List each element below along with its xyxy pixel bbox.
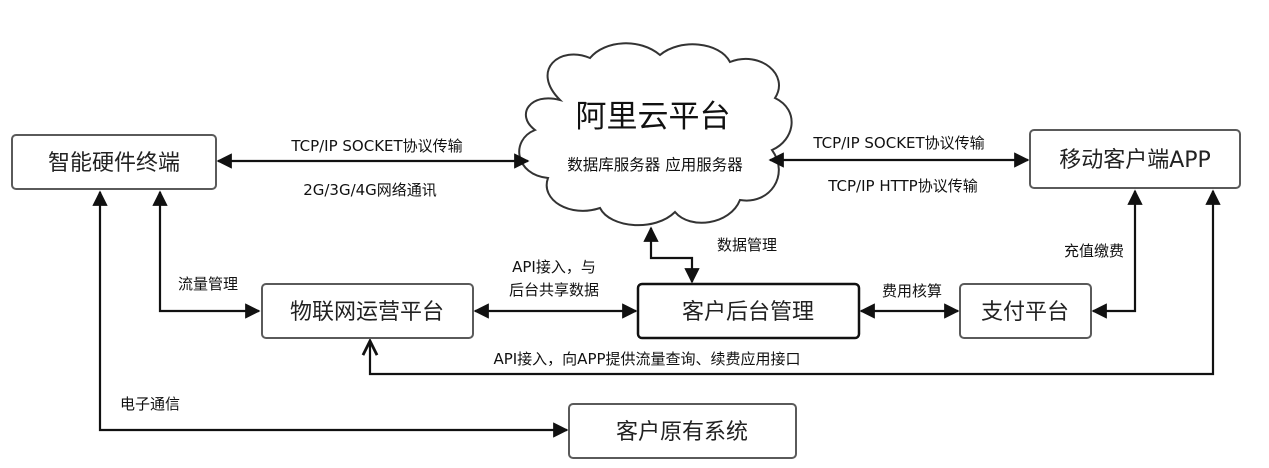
label-api-access-line2: 后台共享数据 bbox=[509, 281, 599, 299]
node-legacy-system-label: 客户原有系统 bbox=[616, 420, 748, 445]
edge-terminal-legacy bbox=[92, 190, 569, 438]
node-hardware-terminal-label: 智能硬件终端 bbox=[48, 151, 180, 176]
node-legacy-system: 客户原有系统 bbox=[568, 403, 797, 459]
label-recharge-payment: 充值缴费 bbox=[1064, 242, 1124, 260]
cloud-subtitle: 数据库服务器 应用服务器 bbox=[567, 155, 743, 174]
node-customer-backend: 客户后台管理 bbox=[636, 282, 861, 340]
node-iot-platform: 物联网运营平台 bbox=[261, 283, 474, 339]
label-cloud-app-top: TCP/IP SOCKET协议传输 bbox=[812, 134, 984, 152]
edge-cloud-backend bbox=[643, 226, 700, 284]
node-customer-backend-label: 客户后台管理 bbox=[682, 300, 814, 325]
node-hardware-terminal: 智能硬件终端 bbox=[11, 134, 217, 190]
label-api-app-interface: API接入，向APP提供流量查询、续费应用接口 bbox=[493, 350, 800, 368]
label-traffic-management: 流量管理 bbox=[178, 275, 238, 293]
node-mobile-app-label: 移动客户端APP bbox=[1059, 148, 1211, 173]
label-terminal-cloud-bottom: 2G/3G/4G网络通讯 bbox=[303, 181, 437, 199]
node-payment-platform-label: 支付平台 bbox=[981, 300, 1069, 325]
label-cloud-app-bottom: TCP/IP HTTP协议传输 bbox=[827, 177, 977, 195]
label-data-management: 数据管理 bbox=[717, 236, 777, 254]
label-terminal-cloud-top: TCP/IP SOCKET协议传输 bbox=[290, 137, 462, 155]
node-mobile-app: 移动客户端APP bbox=[1029, 129, 1241, 189]
label-fee-accounting: 费用核算 bbox=[882, 282, 942, 300]
cloud-shape bbox=[518, 42, 793, 226]
node-iot-platform-label: 物联网运营平台 bbox=[290, 300, 444, 325]
edge-app-iot-api bbox=[370, 191, 1213, 376]
node-payment-platform: 支付平台 bbox=[959, 283, 1092, 339]
edge-terminal-iot bbox=[152, 190, 261, 319]
label-api-access-line1: API接入，与 bbox=[512, 258, 596, 276]
cloud-title: 阿里云平台 bbox=[576, 99, 731, 135]
label-electronic-communication: 电子通信 bbox=[120, 395, 180, 413]
